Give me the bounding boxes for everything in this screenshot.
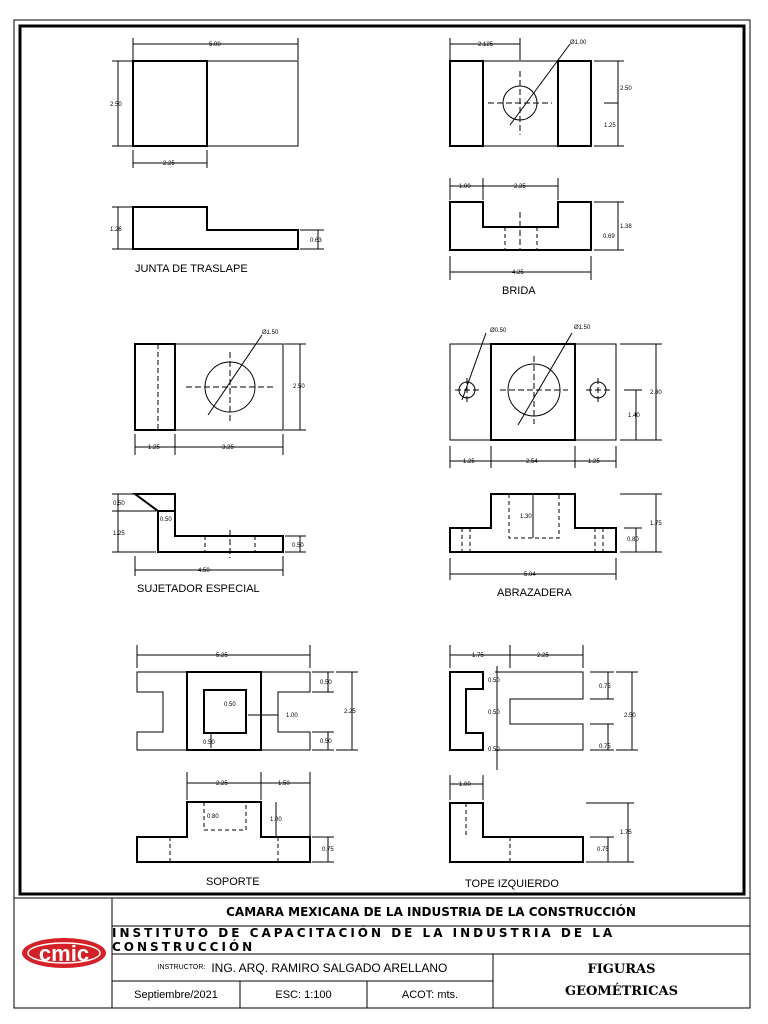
figure-abrazadera [449,332,662,580]
dim-text: 0.50 [488,747,500,753]
figure-sujetador-especial [112,334,306,576]
dim-text: 0.50 [320,680,332,686]
dim-text: 1.25 [148,445,160,451]
inner-border [18,24,746,896]
dimension-texts: 5.00 2.50 2.25 1.26 0.63 2.125 Ø1.00 2.5… [110,40,662,853]
label-sujetador-especial: SUJETADOR ESPECIAL [137,583,260,595]
outer-border [13,19,751,899]
dim-text: 0.80 [207,814,219,820]
dim-text: 1.00 [270,817,282,823]
logo-text: cmic [39,941,89,966]
dim-text: Ø1.50 [574,325,591,331]
dim-text: 0.50 [488,678,500,684]
figure-soporte [136,645,358,863]
dim-text: 1.50 [278,781,290,787]
dim-text: 0.50 [292,543,304,549]
dim-text: 1.26 [110,227,122,233]
dim-text: 1.25 [588,459,600,465]
dim-text: 1.25 [113,531,125,537]
dim-text: Ø0.50 [490,328,507,334]
dim-text: 2.25 [344,709,356,715]
dim-text: 2.54 [526,459,538,465]
dim-text: 0.50 [488,710,500,716]
dim-text: 1.38 [620,224,632,230]
label-abrazadera: ABRAZADERA [497,587,572,599]
dim-text: 2.50 [110,102,122,108]
dim-text: 2.25 [216,781,228,787]
drawing-title: FIGURAS GEOMÉTRICAS [493,954,750,1008]
instructor-name: ING. ARQ. RAMIRO SALGADO ARELLANO [211,960,448,975]
dim-text: 1.30 [520,514,532,520]
dim-text: 0.80 [627,537,639,543]
dim-text: 2.125 [478,42,494,48]
figure-junta-de-traslape [112,38,324,250]
dim-text: 2.50 [293,384,305,390]
units-value: ACOT: mts. [401,988,459,1001]
dim-text: 2.50 [620,86,632,92]
dim-text: 1.75 [472,653,484,659]
dim-text: 1.00 [459,782,471,788]
dim-text: 1.00 [459,184,471,190]
dim-text: 2.25 [163,161,175,167]
dim-text: Ø1.00 [570,40,587,46]
dim-text: 0.63 [310,238,322,244]
label-tope-izquierdo: TOPE IZQUIERDO [465,878,559,890]
date-value: Septiembre/2021 [134,988,218,1001]
title-block-grid [13,897,751,1009]
figure-tope-izquierdo [449,645,638,863]
dim-text: 2.25 [514,184,526,190]
dim-text: 4.50 [198,568,210,574]
dim-text: 1.25 [604,123,616,129]
dim-text: 0.50 [160,517,172,523]
dim-text: 5.25 [216,653,228,659]
dim-text: 0.50 [320,739,332,745]
scale-value: ESC: 1:100 [275,988,332,1001]
instructor-row: INSTRUCTOR: ING. ARQ. RAMIRO SALGADO ARE… [112,954,493,981]
cmic-logo: cmic [22,938,106,968]
dim-text: 0.75 [599,744,611,750]
dim-text: 1.25 [463,459,475,465]
institute-name: INSTITUTO DE CAPACITACIÓN DE LA INDUSTRI… [112,926,616,954]
dim-text: 1.75 [620,830,632,836]
label-soporte: SOPORTE [206,876,260,888]
dim-text: 0.75 [322,847,334,853]
dim-text: 3.25 [222,445,234,451]
dim-text: 4.25 [512,270,524,276]
dim-text: 0.50 [203,740,215,746]
dim-text: 0.75 [599,684,611,690]
drawing-title-line1: FIGURAS [587,962,656,977]
org-name: CAMARA MEXICANA DE LA INDUSTRIA DE LA CO… [226,905,636,919]
dim-text: 0.50 [224,702,236,708]
instructor-label: INSTRUCTOR: [157,964,206,971]
dim-text: 0.75 [597,847,609,853]
title-block: CAMARA MEXICANA DE LA INDUSTRIA DE LA CO… [14,898,750,1008]
dim-text: 5.04 [524,572,536,578]
dim-text: 0.69 [603,234,615,240]
label-brida: BRIDA [502,285,536,297]
figure-brida [449,38,624,280]
dim-text: Ø1.50 [262,330,279,336]
dim-text: 2.25 [537,653,549,659]
drawing-title-line2: GEOMÉTRICAS [564,984,678,999]
dim-text: 1.40 [628,413,640,419]
dim-text: 0.50 [113,501,125,507]
dim-text: 1.00 [286,713,298,719]
label-junta-de-traslape: JUNTA DE TRASLAPE [135,263,248,275]
dim-text: 1.75 [650,521,662,527]
dim-text: 5.00 [209,42,221,48]
dim-text: 2.50 [624,713,636,719]
dim-text: 2.80 [650,390,662,396]
